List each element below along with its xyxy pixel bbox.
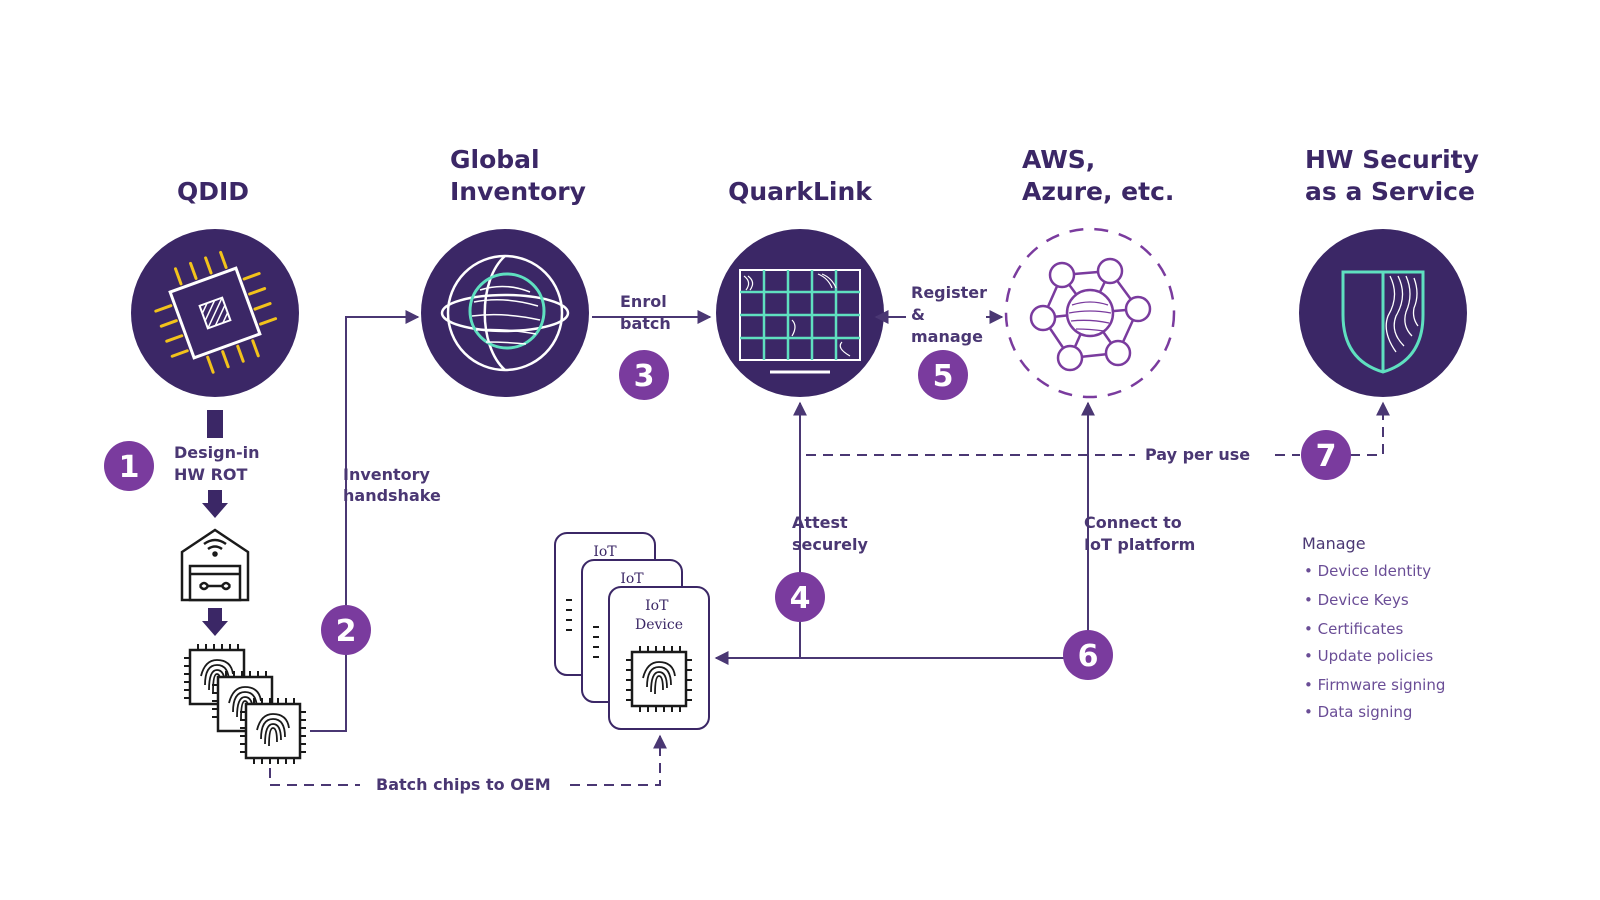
- step-badge-3: 3: [619, 350, 669, 400]
- down-arrow-icon: [202, 608, 228, 636]
- step-badge-2-number: 2: [336, 614, 357, 649]
- network-hub-icon: [1004, 227, 1176, 399]
- shield-icon: [1299, 229, 1467, 397]
- register-manage-label: Register & manage: [911, 283, 993, 346]
- step-badge-7: 7: [1301, 430, 1351, 480]
- fingerprint-chip-icon: [240, 698, 306, 764]
- step-badge-4: 4: [775, 572, 825, 622]
- list-item: • Device Keys: [1304, 591, 1409, 609]
- list-item: • Data signing: [1304, 703, 1412, 721]
- inventory-title: Global Inventory: [450, 145, 586, 206]
- iot-card-front-label: IoT Device: [635, 598, 683, 633]
- step-badge-1-number: 1: [119, 450, 140, 485]
- cloud-title: AWS, Azure, etc.: [1022, 145, 1174, 206]
- step-badge-6-number: 6: [1078, 639, 1099, 674]
- dashboard-grid-icon: [716, 229, 884, 397]
- connect-iot-label: Connect to IoT platform: [1084, 513, 1195, 554]
- list-item: • Update policies: [1304, 647, 1433, 665]
- down-arrow-icon: [202, 490, 228, 518]
- iot-card-back-label: IoT: [593, 544, 617, 560]
- inventory-handshake-line: [310, 310, 420, 732]
- fingerprint-chip-stack: [184, 644, 306, 764]
- iot-device-stack: IoT IoT IoT Device: [554, 532, 710, 730]
- step-badge-5-number: 5: [933, 359, 954, 394]
- hwsec-title: HW Security as a Service: [1305, 145, 1488, 206]
- factory-icon: [180, 528, 250, 602]
- design-in-connector: [207, 410, 223, 438]
- step-badge-7-number: 7: [1316, 439, 1337, 474]
- manage-heading: Manage: [1302, 534, 1366, 553]
- step-badge-3-number: 3: [634, 359, 655, 394]
- batch-chips-line-left: [269, 768, 360, 786]
- enrol-batch-label: Enrol batch: [620, 292, 672, 333]
- batch-chips-label: Batch chips to OEM: [376, 775, 551, 794]
- globe-icon: [421, 229, 589, 397]
- step-badge-5: 5: [918, 350, 968, 400]
- qdid-title: QDID: [177, 177, 249, 206]
- manage-list: • Device Identity • Device Keys • Certif…: [1304, 562, 1445, 721]
- attest-securely-label: Attest securely: [792, 513, 868, 554]
- design-in-label: Design-in HW ROT: [174, 443, 265, 484]
- step-badge-1: 1: [104, 441, 154, 491]
- batch-chips-line-right: [570, 734, 667, 786]
- list-item: • Device Identity: [1304, 562, 1431, 580]
- quarklink-title: QuarkLink: [728, 177, 873, 206]
- list-item: • Certificates: [1304, 620, 1404, 638]
- list-item: • Firmware signing: [1304, 676, 1445, 694]
- pay-per-use-label: Pay per use: [1145, 445, 1250, 464]
- step-badge-4-number: 4: [790, 581, 811, 616]
- iot-card-middle-label: IoT: [620, 571, 644, 587]
- step-badge-6: 6: [1063, 630, 1113, 680]
- pay-per-use-line-right: [1350, 401, 1390, 456]
- inventory-handshake-label: Inventory handshake: [343, 465, 441, 505]
- step-badge-2: 2: [321, 605, 371, 655]
- fingerprint-chip-icon: [626, 646, 692, 712]
- chip-icon: [131, 229, 299, 397]
